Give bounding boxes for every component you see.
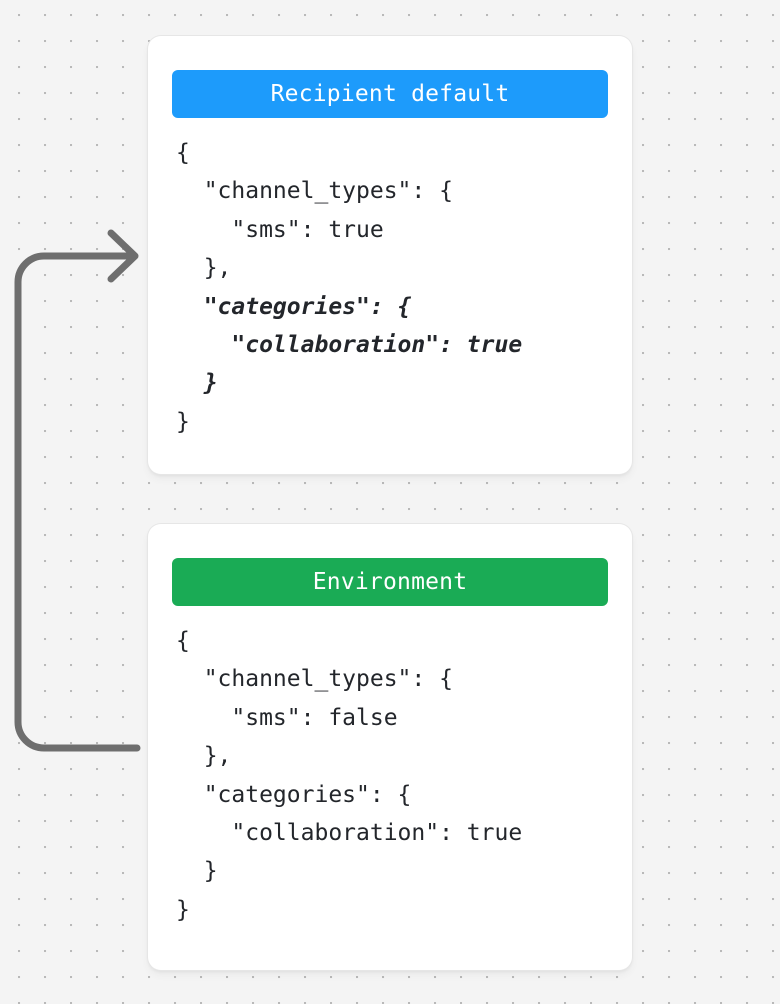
code-line: "sms": true: [176, 216, 384, 243]
code-line: "channel_types": {: [176, 666, 453, 693]
code-line: "channel_types": {: [176, 178, 453, 205]
arrow-head-icon: [107, 229, 139, 283]
code-line: }: [176, 858, 218, 885]
code-line: }: [176, 896, 190, 923]
code-line: {: [176, 628, 190, 654]
code-line: "collaboration": true: [176, 332, 523, 359]
card-header-recipient-default: Recipient default: [172, 70, 608, 118]
code-line: {: [176, 140, 190, 166]
code-line: }: [176, 408, 190, 435]
code-line: "collaboration": true: [176, 820, 523, 847]
code-line: },: [176, 743, 232, 770]
card-title-label: Recipient default: [270, 81, 510, 107]
card-recipient-default[interactable]: Recipient default { "channel_types": { "…: [148, 36, 632, 474]
code-line: "categories": {: [176, 293, 412, 320]
code-line: },: [176, 255, 232, 282]
arrow-path: [14, 252, 141, 752]
code-block-recipient-default: { "channel_types": { "sms": true }, "cat…: [148, 134, 632, 441]
code-line: "sms": false: [176, 704, 398, 731]
card-environment[interactable]: Environment { "channel_types": { "sms": …: [148, 524, 632, 970]
code-line: "categories": {: [176, 781, 412, 808]
card-title-label: Environment: [312, 569, 468, 595]
code-block-environment: { "channel_types": { "sms": false }, "ca…: [148, 622, 632, 929]
card-header-environment: Environment: [172, 558, 608, 606]
code-line: }: [176, 370, 218, 397]
